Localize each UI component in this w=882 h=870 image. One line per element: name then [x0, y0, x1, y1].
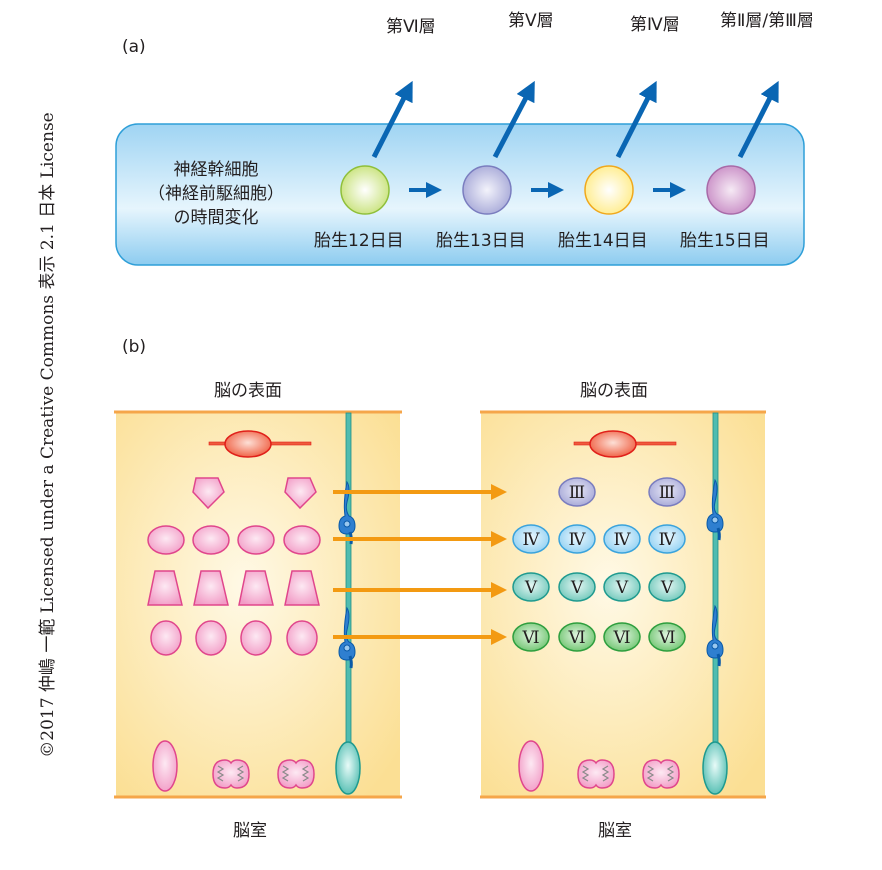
radial-glia-soma-right — [702, 741, 728, 795]
day-label-e13: 胎生13日目 — [436, 231, 526, 251]
pink-neuron-trapezoid — [193, 570, 229, 606]
stem-cell-label-line-3: の時間変化 — [173, 208, 259, 228]
arrow-to-layer-4 — [615, 80, 657, 159]
pink-neuron-oval — [147, 525, 185, 555]
layer-numeral: Ⅳ — [523, 530, 541, 550]
layer-neuron-3: Ⅲ — [648, 477, 686, 507]
pink-neuron-trapezoid — [238, 570, 274, 606]
progenitor-e13 — [462, 165, 512, 215]
dividing-cell-right-1 — [577, 759, 615, 789]
pink-neuron-oval — [237, 525, 275, 555]
pink-neuron-trapezoid — [284, 570, 320, 606]
radial-glia-fiber-right — [712, 412, 719, 754]
layer-label-6: 第Ⅵ層 — [386, 17, 436, 37]
layer-numeral: Ⅴ — [570, 578, 584, 598]
arrow-to-layer-6 — [371, 80, 413, 159]
progenitor-e14 — [584, 165, 634, 215]
pink-neuron-oval — [192, 525, 230, 555]
migrating-neuron-right-upper — [706, 478, 724, 541]
layer-numeral: Ⅴ — [615, 578, 629, 598]
layer-neuron-6: Ⅵ — [603, 622, 641, 652]
radial-glia-soma-left — [335, 741, 361, 795]
layer-numeral: Ⅵ — [657, 628, 675, 648]
cajal-retzius-cell-right — [573, 430, 677, 458]
layer-label-5: 第Ⅴ層 — [508, 11, 554, 31]
pink-neuron-trapezoid — [147, 570, 183, 606]
layer-numeral: Ⅵ — [567, 628, 585, 648]
layer-numeral: Ⅵ — [612, 628, 630, 648]
progenitor-elongated-left — [152, 740, 178, 792]
layer-numeral: Ⅳ — [569, 530, 587, 550]
layer-numeral: Ⅲ — [659, 483, 675, 503]
layer-neuron-5: Ⅴ — [648, 572, 686, 602]
day-label-e14: 胎生14日目 — [558, 231, 648, 251]
dividing-cell-left-1 — [212, 759, 250, 789]
layer-numeral: Ⅲ — [569, 483, 585, 503]
pink-neuron-round — [286, 620, 318, 656]
dividing-cell-left-2 — [277, 759, 315, 789]
layer-neuron-5: Ⅴ — [603, 572, 641, 602]
layer-numeral: Ⅵ — [521, 628, 539, 648]
layer-numeral: Ⅳ — [614, 530, 632, 550]
layer-neuron-3: Ⅲ — [558, 477, 596, 507]
pink-neuron-pentagon — [192, 477, 225, 510]
layer-neuron-5: Ⅴ — [512, 572, 550, 602]
stem-cell-timeline-box — [115, 123, 805, 266]
dividing-cell-right-2 — [642, 759, 680, 789]
stem-cell-label-line-1: 神経幹細胞 — [173, 160, 259, 180]
cortex-column-right — [481, 412, 765, 797]
layer-neuron-4: Ⅳ — [512, 524, 550, 554]
migrating-neuron-right-lower — [706, 604, 724, 667]
layer-neuron-4: Ⅳ — [603, 524, 641, 554]
pink-neuron-round — [195, 620, 227, 656]
panel-b-label: (b) — [122, 337, 147, 357]
brain-surface-label-right: 脳の表面 — [580, 381, 648, 401]
day-label-e12: 胎生12日目 — [314, 231, 404, 251]
layer-numeral: Ⅴ — [660, 578, 674, 598]
layer-neuron-6: Ⅵ — [648, 622, 686, 652]
layer-neuron-4: Ⅳ — [648, 524, 686, 554]
layer-label-4: 第Ⅳ層 — [630, 15, 680, 35]
layer-numeral: Ⅴ — [524, 578, 538, 598]
day-label-e15: 胎生15日目 — [680, 231, 770, 251]
arrow-to-layer-5 — [492, 80, 535, 159]
progenitor-e15 — [706, 165, 756, 215]
progenitor-elongated-right — [518, 740, 544, 792]
radial-glia-fiber-left — [345, 412, 352, 754]
layer-neuron-6: Ⅵ — [558, 622, 596, 652]
brain-surface-label-left: 脳の表面 — [214, 381, 282, 401]
layer-neuron-4: Ⅳ — [558, 524, 596, 554]
stem-cell-label: 神経幹細胞 （神経前駆細胞） の時間変化 — [136, 158, 296, 230]
layer-label-2-3: 第Ⅱ層/第Ⅲ層 — [720, 11, 814, 31]
pink-neuron-pentagon — [284, 477, 317, 510]
panel-a-label: (a) — [122, 37, 146, 57]
migrating-neuron-left-lower — [338, 606, 356, 669]
progenitor-e12 — [340, 165, 390, 215]
pink-neuron-round — [150, 620, 182, 656]
ventricle-label-left: 脳室 — [233, 821, 267, 841]
layer-numeral: Ⅳ — [659, 530, 677, 550]
cajal-retzius-cell-left — [208, 430, 312, 458]
pink-neuron-round — [240, 620, 272, 656]
ventricle-label-right: 脳室 — [598, 821, 632, 841]
arrow-to-layer-2-3 — [737, 80, 779, 159]
layered-neurons: Ⅲ Ⅲ Ⅳ Ⅳ Ⅳ Ⅳ Ⅴ Ⅴ Ⅴ Ⅴ Ⅵ Ⅵ Ⅵ Ⅵ — [512, 477, 686, 652]
pink-neuron-oval — [283, 525, 321, 555]
layer-neuron-5: Ⅴ — [558, 572, 596, 602]
layer-neuron-6: Ⅵ — [512, 622, 550, 652]
stem-cell-label-line-2: （神経前駆細胞） — [148, 184, 284, 204]
